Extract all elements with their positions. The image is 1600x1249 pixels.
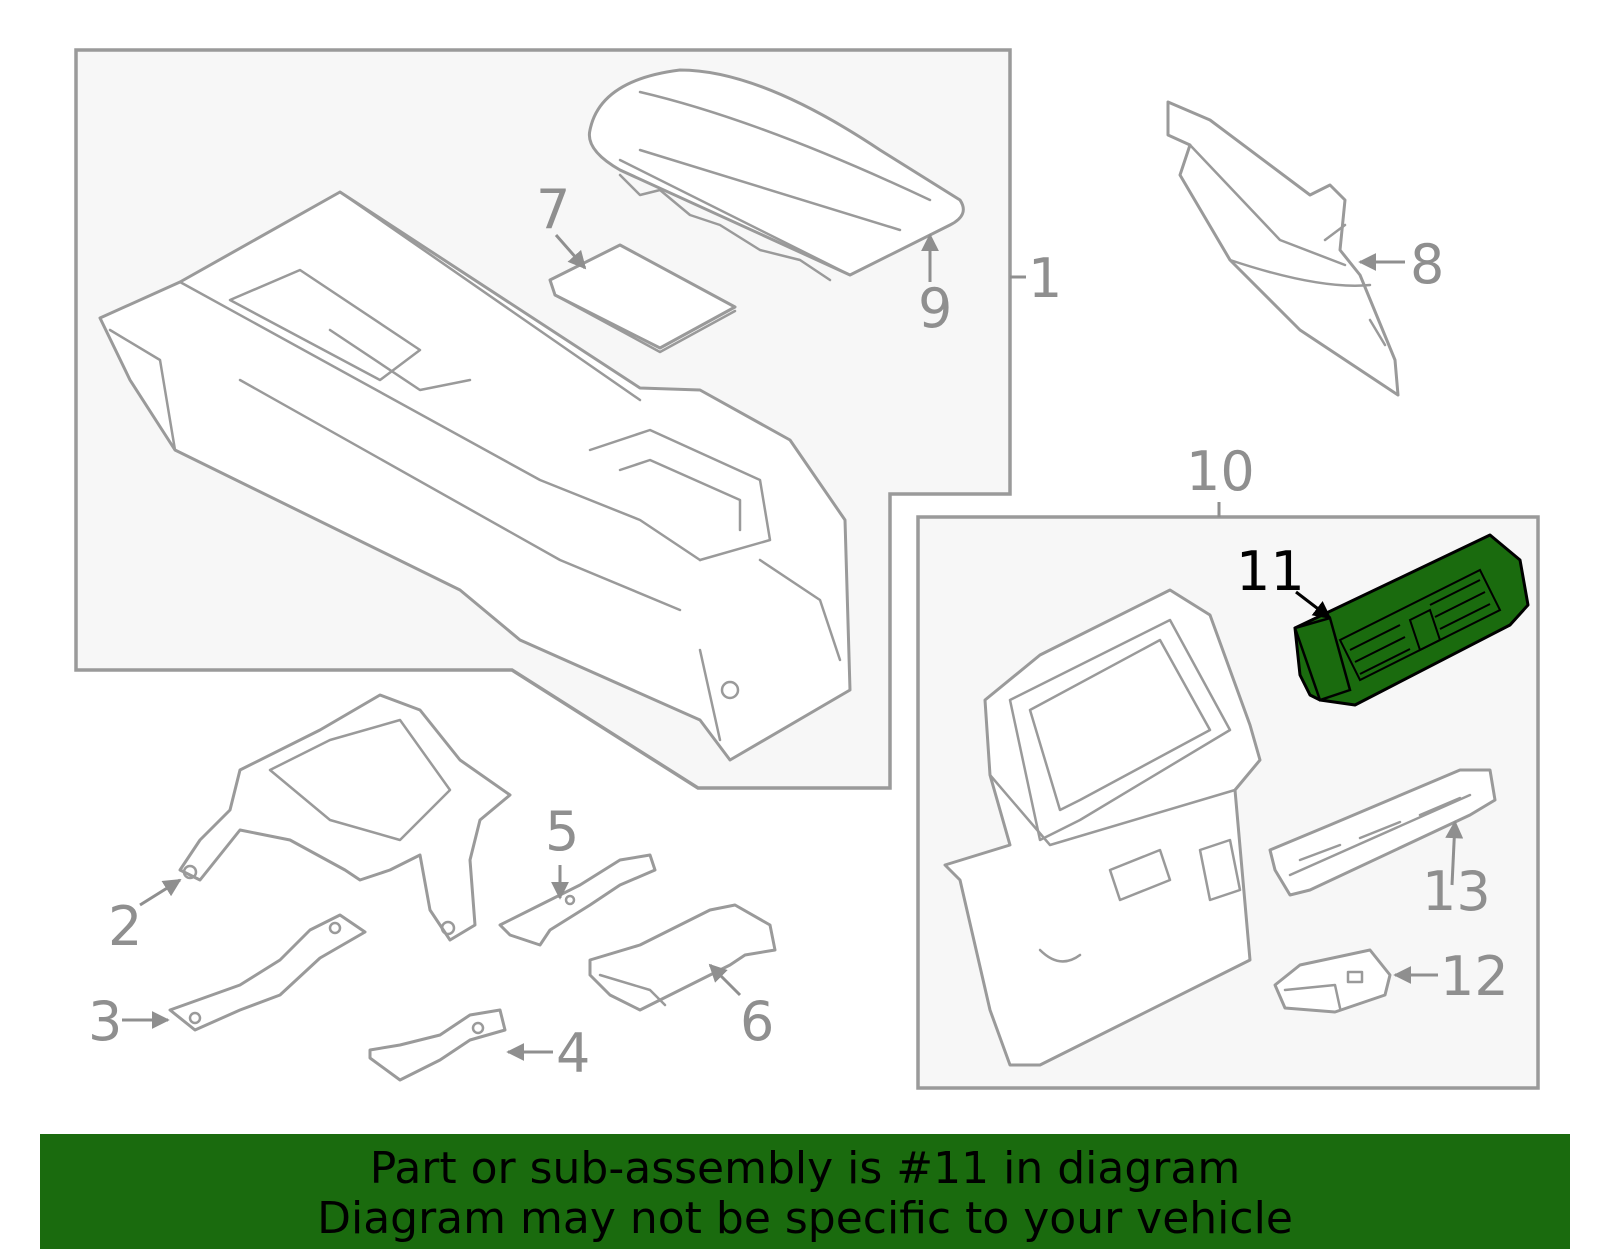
air-vent-part-highlighted[interactable] bbox=[1293, 533, 1530, 707]
callout-5: 5 bbox=[545, 800, 579, 863]
bracket-3-part[interactable] bbox=[168, 913, 367, 1032]
callout-6: 6 bbox=[740, 990, 774, 1053]
callout-10: 10 bbox=[1186, 440, 1255, 503]
switch-12-part[interactable] bbox=[1273, 948, 1392, 1014]
callout-3: 3 bbox=[88, 990, 122, 1053]
callout-1: 1 bbox=[1028, 247, 1062, 310]
callout-4: 4 bbox=[556, 1022, 590, 1085]
bracket-5-part[interactable] bbox=[498, 853, 657, 947]
info-banner: Part or sub-assembly is #11 in diagram D… bbox=[40, 1134, 1570, 1249]
callout-12: 12 bbox=[1440, 945, 1509, 1008]
bracket-4-part[interactable] bbox=[368, 1008, 507, 1082]
pad-part[interactable] bbox=[548, 243, 737, 350]
callout-8: 8 bbox=[1410, 233, 1444, 296]
banner-line-2: Diagram may not be specific to your vehi… bbox=[317, 1193, 1293, 1244]
console-body-part[interactable] bbox=[98, 190, 852, 762]
callout-7: 7 bbox=[536, 178, 570, 241]
side-trim-part[interactable] bbox=[1166, 100, 1400, 397]
callout-11: 11 bbox=[1236, 540, 1305, 603]
callout-2: 2 bbox=[108, 895, 142, 958]
armrest-lid-part[interactable] bbox=[587, 68, 965, 282]
bracket-6-part[interactable] bbox=[588, 903, 777, 1012]
switch-panel-13-part[interactable] bbox=[1268, 768, 1497, 897]
banner-line-1: Part or sub-assembly is #11 in diagram bbox=[369, 1143, 1241, 1194]
rear-panel-part[interactable] bbox=[943, 588, 1262, 1067]
bracket-2-part[interactable] bbox=[178, 693, 512, 942]
callout-13: 13 bbox=[1422, 860, 1491, 923]
callout-9: 9 bbox=[918, 277, 952, 340]
